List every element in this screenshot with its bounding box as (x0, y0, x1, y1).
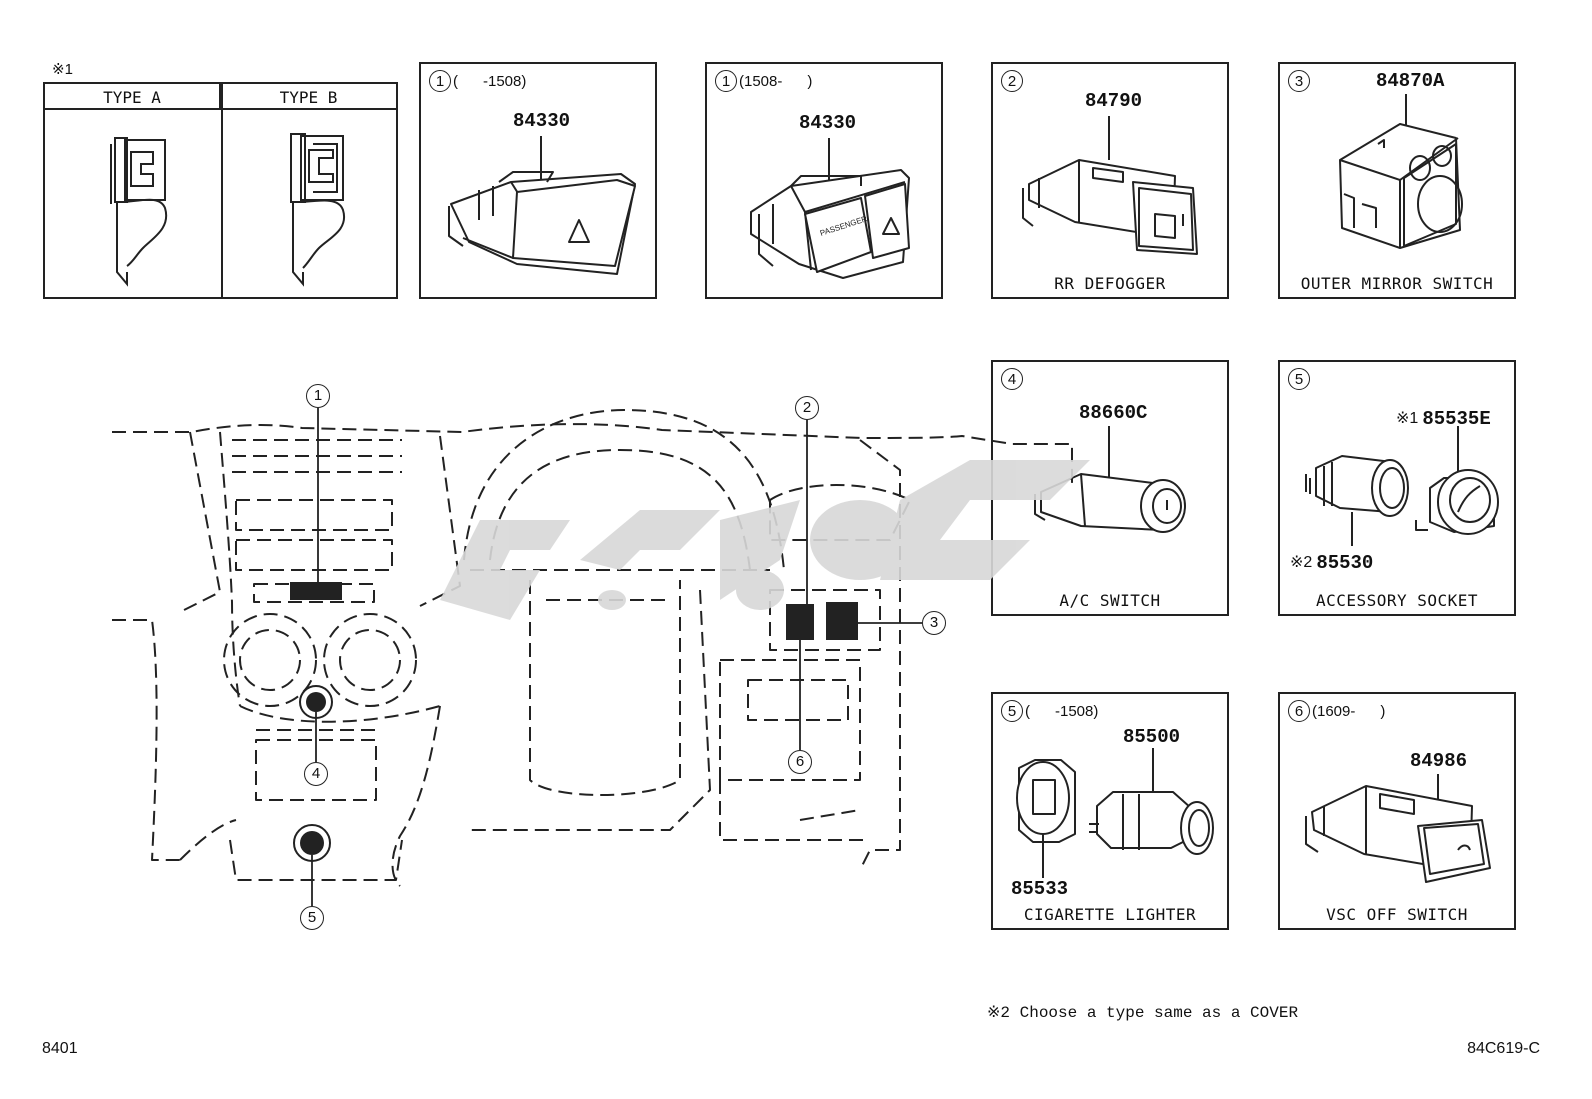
caption: CIGARETTE LIGHTER (1023, 905, 1197, 924)
panel-number: 6 (1288, 700, 1310, 722)
callout-3: 3 (922, 611, 946, 635)
cigarette-lighter-illustration (1016, 748, 1214, 878)
caption: VSC OFF SWITCH (1326, 905, 1468, 924)
vsc-off-switch-illustration (1305, 774, 1491, 883)
outer-mirror-switch-illustration (1339, 94, 1463, 249)
part-number: 85535E (1422, 408, 1491, 430)
panel-hazard-switch-late: 1(1508- ) 84330 PASSENGER (705, 62, 943, 299)
panel-number: 5 (1001, 700, 1023, 722)
part-number: 88660C (1079, 402, 1148, 424)
date-range: (1609- ) (1312, 702, 1386, 720)
type-a-header: TYPE A (45, 84, 221, 110)
callout-6: 6 (788, 750, 812, 774)
caption: A/C SWITCH (1059, 591, 1161, 610)
part-number: 84790 (1085, 90, 1143, 112)
page-code-right: 84C619-C (1467, 1040, 1540, 1057)
panel-hazard-switch-early: 1( -1508) 84330 (419, 62, 657, 299)
type-b-header: TYPE B (221, 84, 396, 110)
date-range: (1508- ) (739, 72, 813, 90)
callout-5: 5 (300, 906, 324, 930)
panel-number: 1 (429, 70, 451, 92)
panel-number: 2 (1001, 70, 1023, 92)
part-number: 84330 (513, 110, 571, 132)
note-mark-1: ※1 (52, 61, 73, 78)
type-table: TYPE A TYPE B (43, 82, 398, 299)
note-mark: ※2 (1290, 554, 1313, 571)
part-number: 84986 (1410, 750, 1468, 772)
accessory-socket-illustration (1305, 426, 1499, 546)
part-number: 84870A (1376, 70, 1445, 92)
hazard-switch-illustration (448, 136, 636, 275)
part-number-cover: ※1 85535E (1396, 408, 1491, 430)
vsc-switch-location (786, 622, 814, 640)
rr-defogger-switch-illustration (1022, 116, 1198, 255)
panel-cigarette-lighter: 5( -1508) 85500 85533 CIGARETTE LIGHTER (991, 692, 1229, 930)
panel-number: 1 (715, 70, 737, 92)
hazard-switch-location (290, 582, 342, 600)
note-mark: ※1 (1396, 410, 1419, 427)
callout-2: 2 (795, 396, 819, 420)
panel-rr-defogger: 2 84790 RR DEFOGGER (991, 62, 1229, 299)
page-code-left: 8401 (42, 1040, 78, 1057)
part-number: 84330 (799, 112, 857, 134)
panel-ac-switch: 4 88660C A/C SWITCH (991, 360, 1229, 616)
panel-outer-mirror-switch: 3 84870A OUTER MIRROR SWITCH (1278, 62, 1516, 299)
caption: OUTER MIRROR SWITCH (1300, 274, 1494, 293)
panel-number: 3 (1288, 70, 1310, 92)
mirror-switch-location (826, 602, 858, 640)
socket-location (300, 831, 324, 855)
part-number-socket: ※2 85530 (1290, 552, 1373, 574)
caption: ACCESSORY SOCKET (1315, 591, 1479, 610)
part-number: 85530 (1316, 552, 1374, 574)
part-number-ring: 85533 (1011, 878, 1069, 900)
panel-number: 5 (1288, 368, 1310, 390)
defogger-switch-location (786, 604, 814, 622)
panel-number: 4 (1001, 368, 1023, 390)
note-2: ※2 Choose a type same as a COVER (987, 1004, 1299, 1022)
panel-accessory-socket: 5 ※1 85535E ※2 85530 ACCESSORY SOCKET (1278, 360, 1516, 616)
part-number-lighter: 85500 (1123, 726, 1181, 748)
ac-switch-location (306, 692, 326, 712)
type-illustrations (110, 133, 346, 287)
date-range: ( -1508) (453, 72, 527, 90)
date-range: ( -1508) (1025, 702, 1099, 720)
callout-4: 4 (304, 762, 328, 786)
ac-switch-illustration (1034, 426, 1186, 533)
hazard-passenger-switch-illustration: PASSENGER (750, 138, 910, 279)
callout-1: 1 (306, 384, 330, 408)
caption: RR DEFOGGER (1054, 274, 1166, 293)
panel-vsc-off-switch: 6(1609- ) 84986 VSC OFF SWITCH (1278, 692, 1516, 930)
